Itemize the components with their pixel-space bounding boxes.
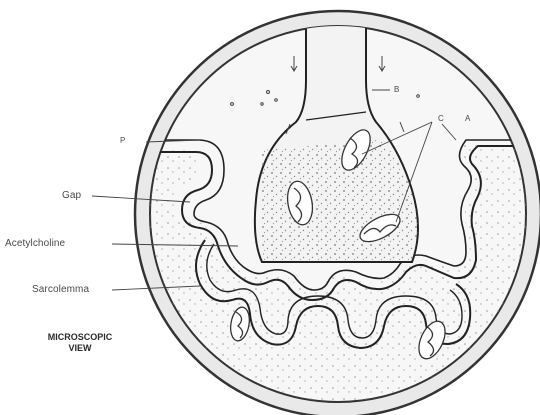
label-p: P [120, 136, 125, 145]
label-gap: Gap [62, 190, 81, 201]
label-sarcolemma: Sarcolemma [32, 284, 89, 295]
caption-line-1: MICROSCOPIC [12, 332, 148, 343]
axon-dots [260, 140, 417, 262]
diagram-caption: MICROSCOPIC VIEW [12, 332, 148, 354]
label-c: C [438, 114, 444, 123]
label-a: A [465, 114, 470, 123]
label-b: B [394, 85, 399, 94]
caption-line-2: VIEW [12, 343, 148, 354]
label-acetylcholine: Acetylcholine [5, 238, 65, 249]
